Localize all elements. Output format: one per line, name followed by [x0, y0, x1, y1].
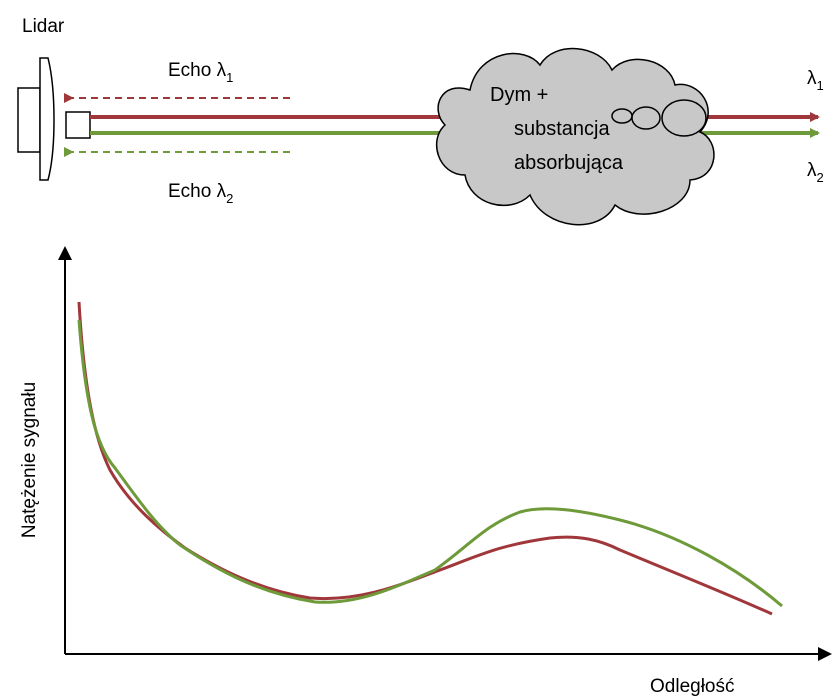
lambda2-label: λ2: [807, 160, 824, 185]
cloud-text-line2: substancja: [514, 118, 610, 140]
cloud-text-line1: Dym +: [490, 84, 548, 106]
cloud-text-line3: absorbująca: [514, 152, 624, 174]
lidar-device-icon: [17, 57, 91, 181]
lidar-label: Lidar: [22, 16, 65, 37]
echo-lambda2-label: Echo λ2: [168, 181, 233, 206]
signal-curve-lambda1: [77, 301, 773, 616]
signal-curve-lambda2: [77, 319, 783, 608]
lambda1-label: λ1: [807, 68, 824, 93]
echo-lambda1-label: Echo λ1: [168, 60, 233, 85]
x-axis-label: Odległość: [650, 676, 735, 697]
cloud-icon: [435, 47, 715, 226]
y-axis-label: Natężenie sygnału: [19, 382, 40, 538]
